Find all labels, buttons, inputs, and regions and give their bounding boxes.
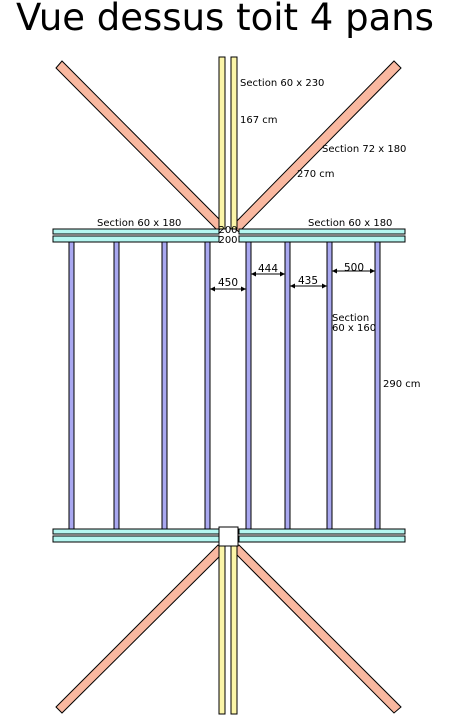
dimension-444: 444 xyxy=(251,263,285,277)
joist-section-label-line1: Section xyxy=(332,313,369,324)
dimension-450-label: 450 xyxy=(218,277,238,289)
joist-length-label: 290 cm xyxy=(383,379,421,390)
dimension-500: 500 xyxy=(332,262,375,274)
top-plate-right-outer xyxy=(238,228,406,235)
joist-2 xyxy=(113,241,120,530)
joist-6 xyxy=(284,241,291,530)
dimension-450: 450 xyxy=(210,277,246,292)
dimension-500-arrow-right xyxy=(370,268,375,274)
bottom-plate-right-outer xyxy=(238,535,406,543)
bottom-plate-left-outer xyxy=(52,535,220,543)
ridge-beam-bottom-left xyxy=(218,545,226,715)
ridge-length-label: 167 cm xyxy=(240,115,278,126)
joist-8 xyxy=(374,241,381,530)
dimension-450-arrow-left xyxy=(210,286,215,292)
top-plate-left-inner xyxy=(52,235,220,243)
joist-section-label-line2: 60 x 160 xyxy=(332,323,376,334)
bottom-plate-left-inner xyxy=(52,528,220,535)
dimension-435-arrow-right xyxy=(322,283,327,289)
joist-3 xyxy=(161,241,168,530)
dimension-435: 435 xyxy=(290,275,327,289)
diagram-title: Vue dessus toit 4 pans xyxy=(16,0,434,39)
top-plate-left-outer xyxy=(52,228,220,235)
rafter-top-right xyxy=(231,60,402,233)
dimension-435-arrow-left xyxy=(290,283,295,289)
dimension-444-arrow-right xyxy=(280,271,285,277)
joist-7 xyxy=(326,241,333,530)
rafter-section-label: Section 72 x 180 xyxy=(322,144,406,155)
dimension-444-arrow-left xyxy=(251,271,256,277)
dimension-435-label: 435 xyxy=(298,275,318,287)
rafter-length-label: 270 cm xyxy=(297,169,335,180)
plate-section-label-left: Section 60 x 180 xyxy=(97,218,181,229)
dimension-444-label: 444 xyxy=(258,263,278,275)
ridge-beam-top-left xyxy=(218,56,226,230)
ridge-beam-bottom-right xyxy=(230,545,238,715)
ridge-beam-top-right xyxy=(230,56,238,230)
ridge-section-label: Section 60 x 230 xyxy=(240,78,324,89)
center-gap-bottom xyxy=(218,526,239,547)
plate-section-label-right: Section 60 x 180 xyxy=(308,218,392,229)
joist-4 xyxy=(204,241,211,530)
dimension-500-arrow-left xyxy=(332,268,337,274)
gap-label-top: 200 xyxy=(218,225,237,236)
joist-5 xyxy=(245,241,252,530)
rafter-top-left xyxy=(55,60,226,232)
gap-label-bottom: 200 xyxy=(218,235,237,246)
dimension-500-label: 500 xyxy=(344,262,364,274)
bottom-plate-right-inner xyxy=(238,528,406,535)
dimension-450-arrow-right xyxy=(241,286,246,292)
top-plate-right-inner xyxy=(238,235,406,243)
rafter-bottom-left xyxy=(55,544,226,714)
joist-1 xyxy=(68,241,75,530)
rafter-bottom-right xyxy=(231,544,402,714)
